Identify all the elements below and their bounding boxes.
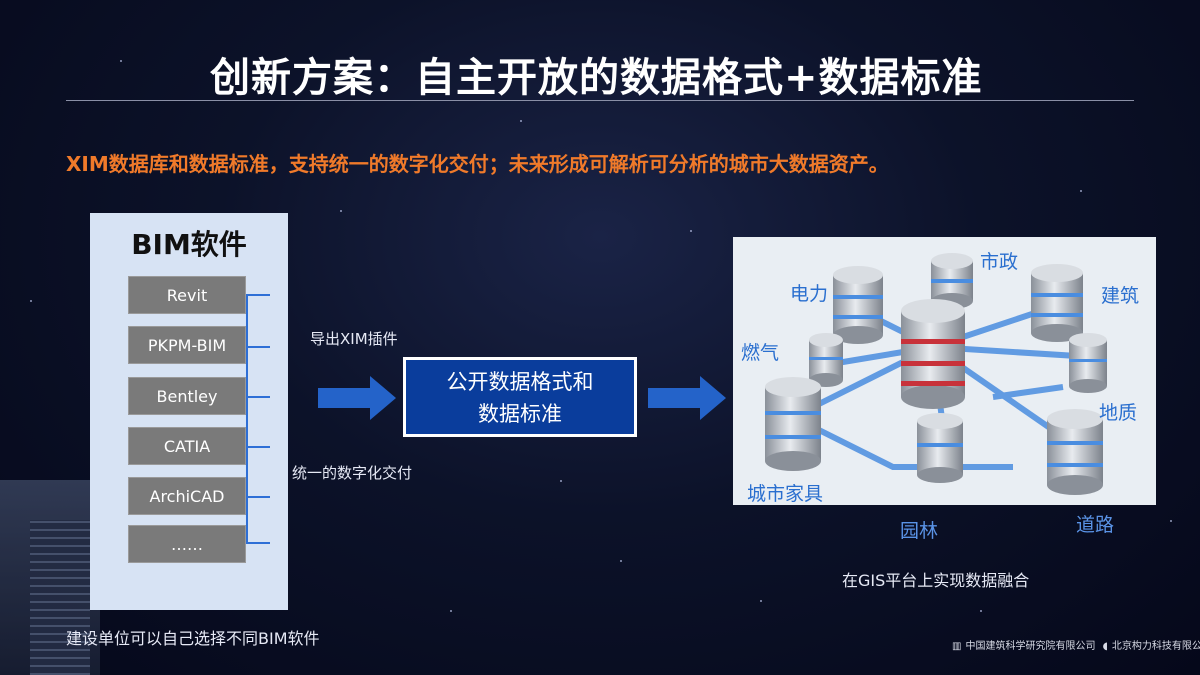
pkpm-logo-icon: ◖ bbox=[1102, 641, 1108, 652]
software-item-catia: CATIA bbox=[128, 427, 246, 465]
category-yuanlin: 园林 bbox=[900, 520, 939, 542]
org2-name: 北京构力科技有限公司 bbox=[1111, 641, 1200, 652]
title-divider bbox=[66, 100, 1134, 101]
arrow-right-icon bbox=[648, 376, 726, 420]
center-box-line2: 数据标准 bbox=[478, 402, 562, 426]
database-cylinders bbox=[765, 253, 1107, 495]
org1-name: 中国建筑科学研究院有限公司 bbox=[965, 641, 1096, 652]
database-network-diagram bbox=[765, 253, 1107, 495]
category-daolu: 道路 bbox=[1076, 514, 1115, 536]
footer-logos: ▥中国建筑科学研究院有限公司 ◖北京构力科技有限公司 bbox=[948, 637, 1200, 652]
cabr-logo-icon: ▥ bbox=[952, 641, 962, 652]
software-item-more: …… bbox=[128, 525, 246, 563]
unified-delivery-note: 统一的数字化交付 bbox=[292, 464, 413, 482]
category-dianli: 电力 bbox=[790, 283, 829, 305]
gis-fusion-note: 在GIS平台上实现数据融合 bbox=[842, 571, 1030, 590]
center-box-line1: 公开数据格式和 bbox=[446, 370, 594, 394]
category-ranqi: 燃气 bbox=[741, 342, 780, 364]
software-item-pkpm-bim: PKPM-BIM bbox=[128, 326, 246, 364]
slide-title: 创新方案：自主开放的数据格式+数据标准 bbox=[210, 55, 983, 101]
arrow-right-icon bbox=[318, 376, 396, 420]
export-plugin-note: 导出XIM插件 bbox=[310, 330, 398, 348]
category-chengshi-jiaju: 城市家具 bbox=[747, 483, 824, 505]
bim-panel-heading: BIM软件 bbox=[131, 228, 247, 261]
database-network-illustration: 市政 电力 建筑 燃气 地质 城市家具 bbox=[733, 237, 1156, 505]
category-dizhi: 地质 bbox=[1099, 402, 1138, 424]
bim-software-panel: BIM软件 Revit PKPM-BIM Bentley CATIA Archi… bbox=[90, 213, 288, 610]
slide-subtitle: XIM数据库和数据标准，支持统一的数字化交付；未来形成可解析可分析的城市大数据资… bbox=[66, 152, 889, 176]
category-jianzhu: 建筑 bbox=[1101, 285, 1140, 307]
category-shizheng: 市政 bbox=[980, 251, 1019, 273]
open-format-standard-box: 公开数据格式和 数据标准 bbox=[403, 357, 637, 437]
software-item-revit: Revit bbox=[128, 276, 246, 314]
software-item-archicad: ArchiCAD bbox=[128, 477, 246, 515]
building-silhouette bbox=[0, 480, 100, 675]
bim-choice-note: 建设单位可以自己选择不同BIM软件 bbox=[66, 629, 320, 648]
software-item-bentley: Bentley bbox=[128, 377, 246, 415]
